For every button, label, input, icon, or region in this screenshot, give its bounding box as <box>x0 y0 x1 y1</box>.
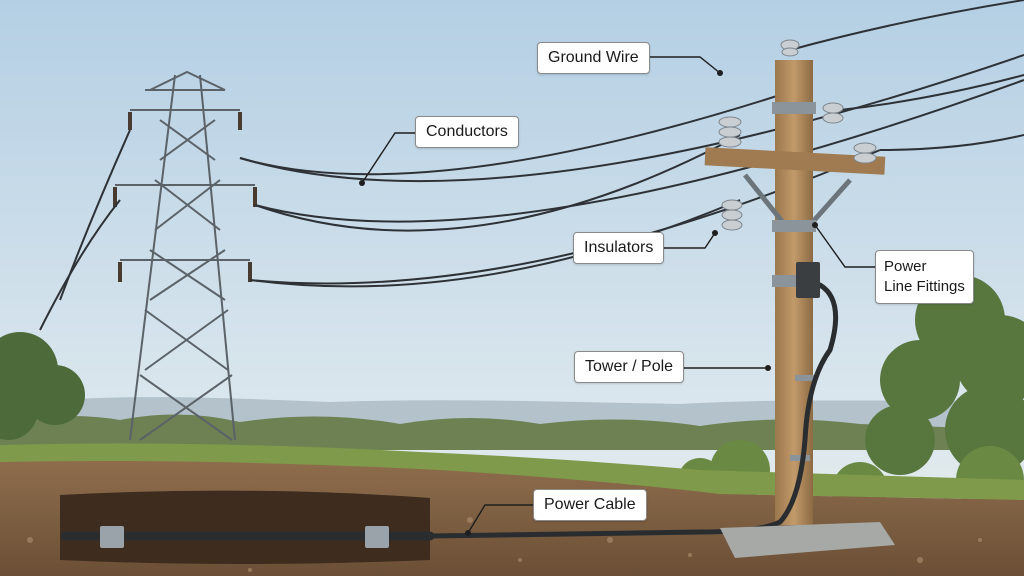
callout-power-line-fittings-line1: Power <box>884 258 927 275</box>
lattice-tower <box>115 70 255 441</box>
soil-pebbles <box>27 517 982 572</box>
callout-power-line-fittings-line2: Line Fittings <box>884 278 965 295</box>
overhead-lines <box>39 0 1024 331</box>
cable-trench <box>60 490 430 564</box>
callout-power-cable: Power Cable <box>533 489 647 521</box>
cable-joints <box>100 526 389 548</box>
left-tree <box>0 332 85 440</box>
callout-tower-pole: Tower / Pole <box>574 351 685 383</box>
right-tree <box>865 275 1024 475</box>
tower-insulators <box>113 112 257 282</box>
callout-leaders <box>361 56 875 534</box>
concrete-base <box>720 522 895 558</box>
callout-power-line-fittings: Power Line Fittings <box>875 250 974 304</box>
pole-box <box>796 262 820 298</box>
callout-insulators: Insulators <box>573 232 665 264</box>
callout-ground-wire: Ground Wire <box>537 42 650 74</box>
mid-trees <box>0 414 1024 450</box>
grass-surface <box>0 443 1024 500</box>
callout-dots <box>359 70 818 536</box>
callout-conductors: Conductors <box>415 116 519 148</box>
pole-insulators <box>718 39 877 231</box>
